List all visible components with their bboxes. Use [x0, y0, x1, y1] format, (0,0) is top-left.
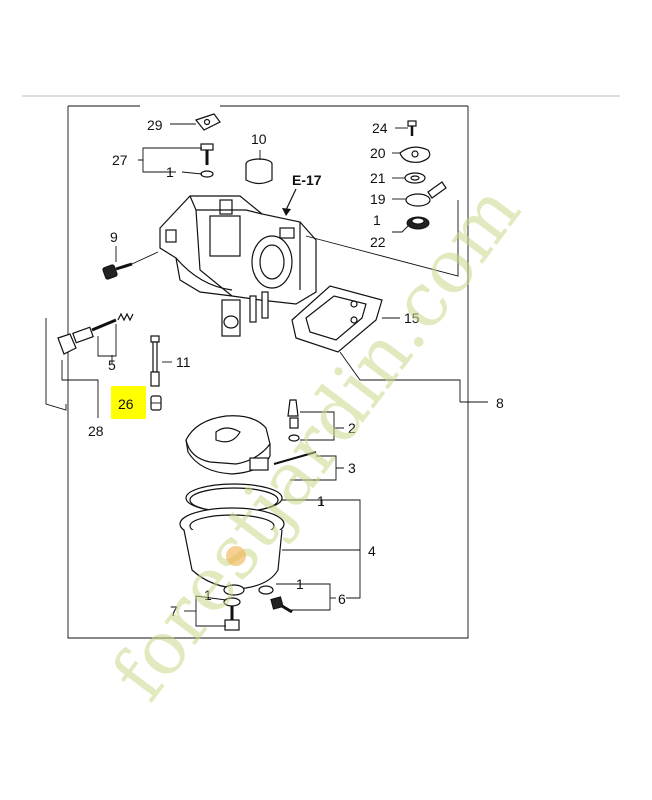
label-part-8: 8 [496, 395, 504, 411]
label-part-24: 24 [372, 120, 388, 136]
label-part-22: 22 [370, 234, 386, 250]
label-part-28: 28 [88, 423, 104, 439]
carburetor-body-shape [159, 195, 317, 337]
part-labels: 29 10 27 1 24 20 21 19 1 22 E-17 9 15 5 … [88, 117, 504, 619]
label-part-7: 7 [170, 603, 178, 619]
label-part-19: 19 [370, 191, 386, 207]
part-6-shape [258, 585, 293, 614]
part-19-shape [405, 181, 447, 207]
diagram-frame-left [67, 106, 469, 639]
part-21-shape [404, 172, 426, 184]
float-shape [185, 415, 271, 475]
part-10-shape [245, 158, 273, 185]
label-part-10: 10 [251, 131, 267, 147]
part-3-shape [273, 451, 317, 465]
label-part-3: 3 [348, 460, 356, 476]
label-part-21: 21 [370, 170, 386, 186]
leader-lines [111, 123, 488, 627]
label-part-27: 27 [112, 152, 128, 168]
label-callout-e17: E-17 [292, 172, 322, 188]
label-part-1-bowl: 1 [317, 493, 325, 509]
part-28-bracket [45, 318, 67, 411]
part-15-shape [291, 285, 383, 353]
part-26-highlight [111, 386, 146, 419]
e17-arrowhead [282, 208, 291, 216]
part-20-shape [399, 146, 431, 163]
part-29-shape [194, 113, 221, 131]
label-part-1-right: 1 [373, 212, 381, 228]
label-part-9: 9 [110, 229, 118, 245]
label-part-6: 6 [338, 591, 346, 607]
label-part-11: 11 [176, 354, 191, 370]
part-22-shape [406, 216, 430, 230]
part-2-shape [287, 399, 300, 442]
label-part-5: 5 [108, 357, 116, 373]
label-part-1-top: 1 [166, 164, 174, 180]
label-part-15: 15 [404, 310, 420, 326]
e17-arrow [285, 188, 297, 211]
part-28-lead [61, 360, 99, 418]
part-7-shape [223, 597, 241, 631]
label-part-26: 26 [118, 396, 134, 412]
label-part-2: 2 [348, 420, 356, 436]
part-11-shape [150, 335, 160, 387]
watermark-accent-dot [226, 546, 246, 566]
label-part-1-drain: 1 [296, 576, 304, 592]
label-part-4: 4 [368, 543, 376, 559]
part-26-shape [150, 395, 162, 411]
part-9-shape [102, 251, 159, 280]
label-part-20: 20 [370, 145, 386, 161]
part-5-shape [57, 312, 134, 357]
label-part-1-bolt: 1 [204, 587, 212, 603]
part-27-shape [200, 143, 214, 178]
part-24-shape [407, 120, 417, 136]
label-part-29: 29 [147, 117, 163, 133]
